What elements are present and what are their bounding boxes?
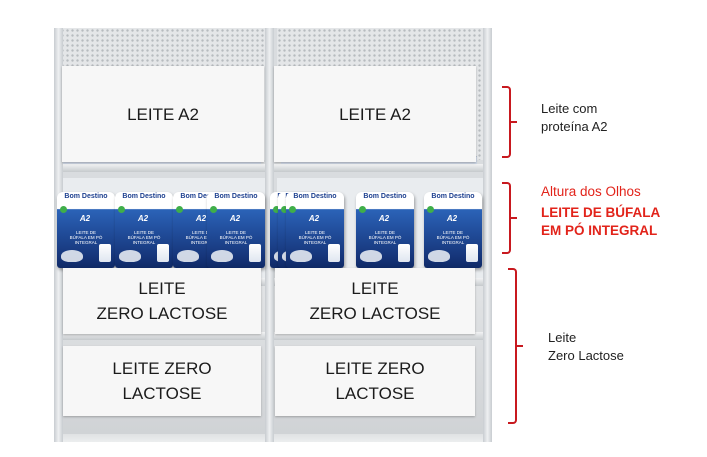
leaf-icon [176, 206, 183, 213]
leaf-icon [118, 206, 125, 213]
package-brand: Bom Destino [214, 193, 258, 200]
annotation-eye-level-product: LEITE DE BÚFALA EM PÓ INTEGRAL [541, 205, 661, 238]
package-badge: A2 [446, 214, 458, 223]
shelf-label-leite-zero-lactose: LEITE ZERO LACTOSE [275, 268, 475, 334]
milk-splash-graphic [360, 250, 382, 262]
package-description: LEITE DE BÚFALA EM PÓ INTEGRAL [219, 230, 253, 245]
milk-splash-graphic [177, 250, 199, 262]
shelf-label-leite-zero-lactose-bottom: LEITE ZERO LACTOSE [275, 346, 475, 416]
package-badge: A2 [378, 214, 390, 223]
milk-glass-graphic [328, 244, 340, 262]
leaf-icon [273, 206, 280, 213]
milk-glass-graphic [249, 244, 261, 262]
package-badge: A2 [308, 214, 320, 223]
bracket-eye-level [502, 182, 517, 254]
package-badge: A2 [229, 214, 241, 223]
package-brand: Bom Destino [64, 193, 108, 200]
package-brand: Bom Destino [431, 193, 475, 200]
package-badge: A2 [195, 214, 207, 223]
leaf-icon [281, 206, 288, 213]
package-description: LEITE DE BÚFALA EM PÓ INTEGRAL [298, 230, 332, 245]
milk-splash-graphic [119, 250, 141, 262]
milk-glass-graphic [466, 244, 478, 262]
shelf-upright-center [265, 28, 274, 442]
leaf-icon [427, 206, 434, 213]
shelf-label-leite-zero-lactose-bottom: LEITE ZERO LACTOSE [63, 346, 261, 416]
shelf-label-leite-a2: LEITE A2 [274, 66, 476, 162]
package-description: LEITE DE BÚFALA EM PÓ INTEGRAL [436, 230, 470, 245]
package-description: LEITE DE BÚFALA EM PÓ INTEGRAL [127, 230, 161, 245]
shelf-upright-right [483, 28, 492, 442]
milk-splash-graphic [428, 250, 450, 262]
leaf-icon [359, 206, 366, 213]
shelf-label-leite-a2: LEITE A2 [62, 66, 264, 162]
shelf-label-leite-zero-lactose: LEITE ZERO LACTOSE [63, 268, 261, 334]
bracket-zero-lactose [508, 268, 523, 424]
bracket-a2 [502, 86, 517, 158]
package-description: LEITE DE BÚFALA EM PÓ INTEGRAL [69, 230, 103, 245]
leaf-icon [60, 206, 67, 213]
package-badge: A2 [79, 214, 91, 223]
package-description: LEITE DE BÚFALA EM PÓ INTEGRAL [368, 230, 402, 245]
package-brand: Bom Destino [363, 193, 407, 200]
leaf-icon [210, 206, 217, 213]
package-badge: A2 [137, 214, 149, 223]
milk-splash-graphic [61, 250, 83, 262]
milk-glass-graphic [99, 244, 111, 262]
package-brand: Bom Destino [122, 193, 166, 200]
milk-glass-graphic [398, 244, 410, 262]
milk-splash-graphic [211, 250, 233, 262]
package-brand: Bom Destino [293, 193, 337, 200]
package-brand: Bom Destino [180, 193, 224, 200]
annotation-a2: Leite com proteína A2 [541, 101, 608, 134]
annotation-zero-lactose: Leite Zero Lactose [548, 330, 624, 363]
milk-glass-graphic [157, 244, 169, 262]
milk-splash-graphic [290, 250, 312, 262]
annotation-eye-level-title: Altura dos Olhos [541, 184, 641, 199]
leaf-icon [289, 206, 296, 213]
